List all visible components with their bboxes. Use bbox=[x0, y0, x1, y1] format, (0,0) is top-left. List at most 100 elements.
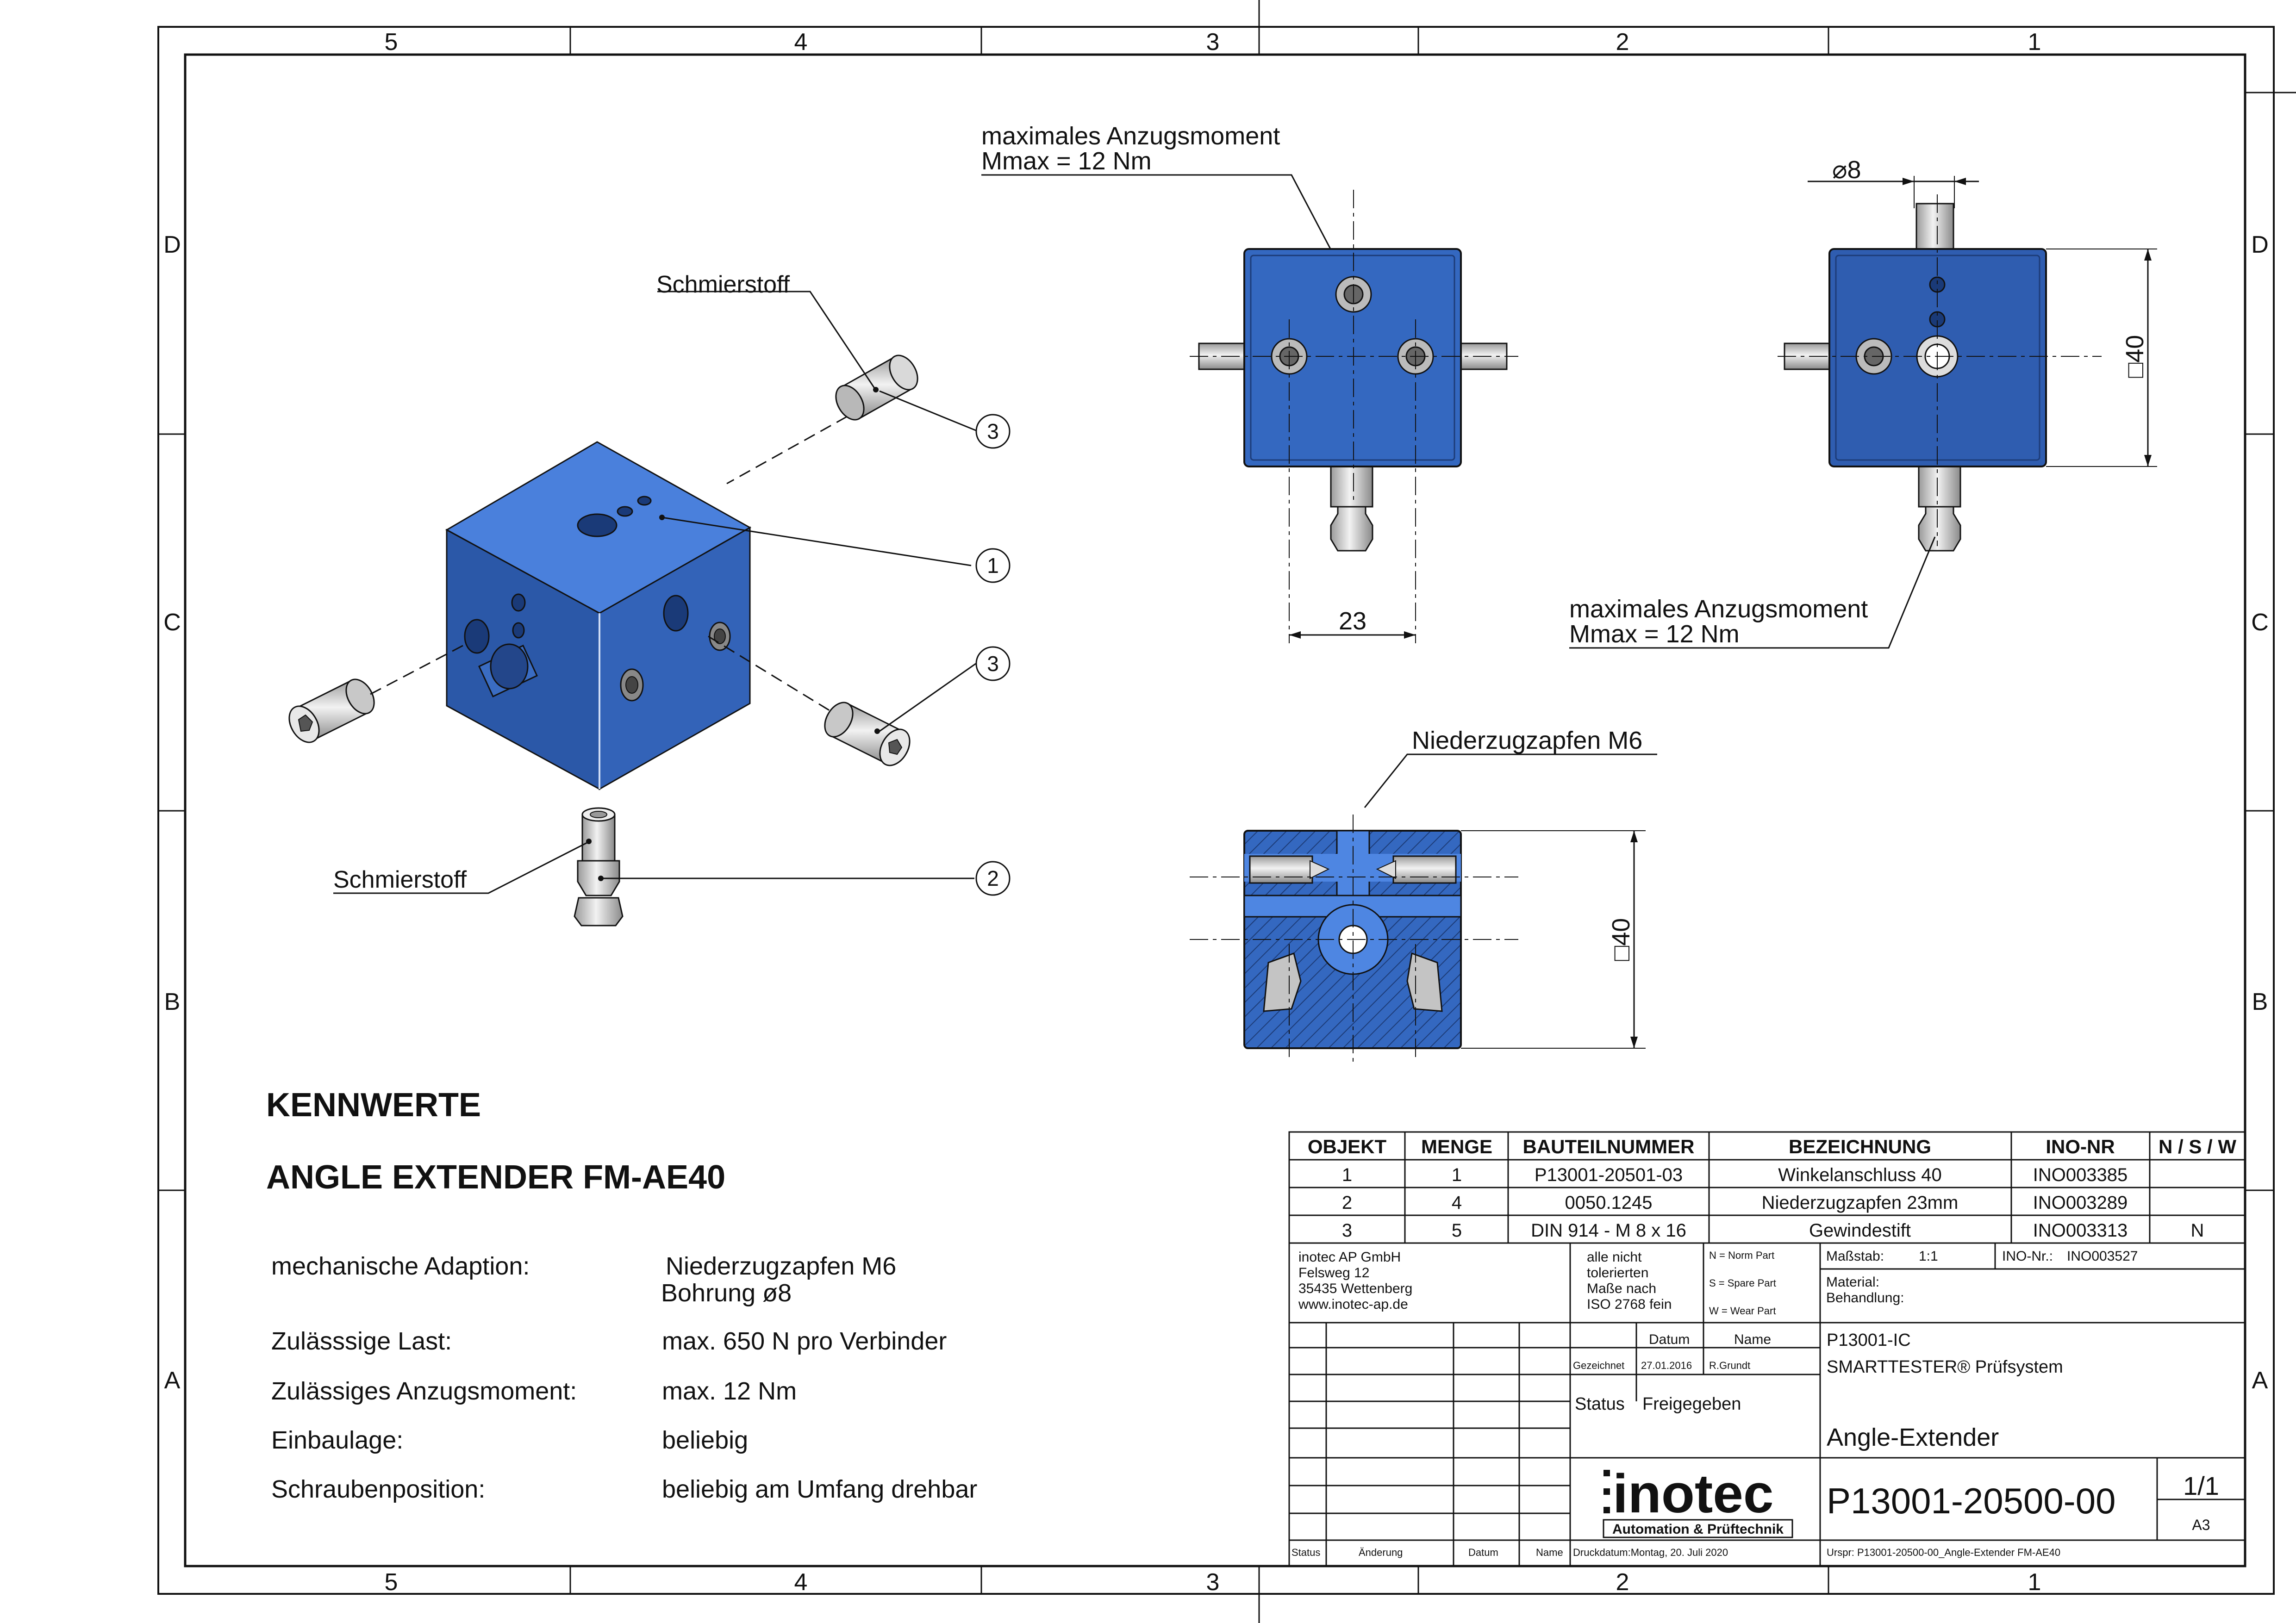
material-label: Material: bbox=[1826, 1275, 1879, 1290]
zone-row-b: B bbox=[164, 989, 181, 1015]
project-code: P13001-IC bbox=[1827, 1331, 1911, 1350]
spec-label-screw-position: Schraubenposition: bbox=[271, 1475, 485, 1503]
zone-col-1: 1 bbox=[2028, 29, 2041, 56]
rev-date-label: Datum bbox=[1468, 1547, 1498, 1558]
bom-cell: DIN 914 - M 8 x 16 bbox=[1531, 1220, 1686, 1241]
front-view: maximales Anzugsmoment Mmax = 12 Nm 23 bbox=[981, 122, 1518, 643]
ino-label: INO-Nr.: bbox=[2002, 1249, 2053, 1264]
rev-status-label: Status bbox=[1292, 1547, 1320, 1558]
zone-row-c: C bbox=[163, 609, 181, 636]
balloon-3-top: 3 bbox=[987, 419, 999, 443]
dim-23: 23 bbox=[1339, 607, 1366, 635]
sheet-number: 1/1 bbox=[2183, 1471, 2219, 1500]
bom-cell: Gewindestift bbox=[1809, 1220, 1911, 1241]
spec-value-adaption-2: Bohrung ø8 bbox=[661, 1279, 792, 1307]
zone-row-a: A bbox=[164, 1367, 181, 1394]
logo-subtitle: Automation & Prüftechnik bbox=[1612, 1522, 1784, 1537]
callout-lubricant-top: Schmierstoff bbox=[656, 271, 790, 298]
bom-header-ino-nr: INO-NR bbox=[2046, 1136, 2115, 1157]
zone-col-2-bottom: 2 bbox=[1616, 1569, 1629, 1596]
logo-wordmark: inotec bbox=[1613, 1463, 1774, 1524]
drawing-title: Angle-Extender bbox=[1827, 1424, 1999, 1451]
zone-row-c-right: C bbox=[2251, 609, 2269, 636]
rev-change-label: Änderung bbox=[1359, 1547, 1403, 1558]
callout-pull-stud-m6: Niederzugzapfen M6 bbox=[1412, 727, 1642, 754]
zone-row-d-right: D bbox=[2251, 231, 2269, 258]
bom-cell: 5 bbox=[1452, 1220, 1462, 1241]
tolerance-line: alle nicht bbox=[1587, 1250, 1642, 1265]
spec-value-torque: max. 12 Nm bbox=[662, 1377, 797, 1405]
bom-cell: N bbox=[2191, 1220, 2204, 1241]
bom-cell: Niederzugzapfen 23mm bbox=[1762, 1193, 1959, 1213]
name-header: Name bbox=[1734, 1332, 1771, 1347]
zone-col-3: 3 bbox=[1206, 29, 1220, 56]
drawing-number: P13001-20500-00 bbox=[1827, 1480, 2116, 1521]
ino-value: INO003527 bbox=[2067, 1249, 2138, 1264]
bom-header-bauteilnummer: BAUTEILNUMMER bbox=[1523, 1136, 1695, 1157]
treatment-label: Behandlung: bbox=[1826, 1290, 1904, 1306]
drawn-name: R.Grundt bbox=[1709, 1360, 1750, 1371]
inotec-logo: inotec Automation & Prüftechnik bbox=[1603, 1463, 1793, 1538]
dim-diameter-8: ⌀8 bbox=[1832, 156, 1861, 184]
torque-note-top-line1: maximales Anzugsmoment bbox=[981, 122, 1280, 150]
date-header: Datum bbox=[1649, 1332, 1690, 1347]
balloon-2: 2 bbox=[987, 866, 999, 890]
side-view: ⌀8 □40 maxima bbox=[1569, 156, 2157, 649]
spec-product-name: ANGLE EXTENDER FM-AE40 bbox=[266, 1159, 725, 1196]
isometric-view: 3 1 3 2 Schmierstoff Schmierstoff bbox=[288, 271, 1011, 927]
company-line: Felsweg 12 bbox=[1298, 1265, 1369, 1281]
zone-col-2: 2 bbox=[1616, 29, 1629, 56]
bom-cell: P13001-20501-03 bbox=[1535, 1165, 1683, 1185]
specifications: KENNWERTE ANGLE EXTENDER FM-AE40 mechani… bbox=[266, 1087, 977, 1503]
set-screw-right bbox=[824, 702, 911, 766]
section-view: Niederzugzapfen M6 □40 bbox=[1190, 727, 1657, 1064]
project-name: SMARTTESTER® Prüfsystem bbox=[1827, 1357, 2063, 1377]
company-line: 35435 Wettenberg bbox=[1298, 1281, 1412, 1296]
bom-header-objekt: OBJEKT bbox=[1308, 1136, 1387, 1157]
bom-cell: INO003313 bbox=[2033, 1220, 2128, 1241]
bom-cell: 3 bbox=[1342, 1220, 1352, 1241]
tolerance-line: tolerierten bbox=[1587, 1265, 1648, 1281]
nsw-legend: N = Norm Part bbox=[1709, 1250, 1774, 1261]
company-line: www.inotec-ap.de bbox=[1298, 1297, 1408, 1312]
origin-file: Urspr: P13001-20500-00_Angle-Extender FM… bbox=[1827, 1547, 2060, 1558]
status-label: Status bbox=[1575, 1394, 1625, 1414]
scale-label: Maßstab: bbox=[1826, 1249, 1884, 1264]
tolerance-line: Maße nach bbox=[1587, 1281, 1656, 1296]
drawn-label: Gezeichnet bbox=[1573, 1360, 1624, 1371]
spec-label-torque: Zulässiges Anzugsmoment: bbox=[271, 1377, 577, 1405]
zone-col-5: 5 bbox=[385, 29, 398, 56]
bom-cell: INO003385 bbox=[2033, 1165, 2128, 1185]
torque-note-right-line2: Mmax = 12 Nm bbox=[1569, 620, 1740, 648]
bom-cell: 2 bbox=[1342, 1193, 1352, 1213]
bom-cell: 1 bbox=[1452, 1165, 1462, 1185]
rev-name-label: Name bbox=[1536, 1547, 1563, 1558]
drawn-date: 27.01.2016 bbox=[1641, 1360, 1692, 1371]
nsw-legend: S = Spare Part bbox=[1709, 1277, 1776, 1289]
spec-value-load: max. 650 N pro Verbinder bbox=[662, 1327, 947, 1355]
bom-cell: Winkelanschluss 40 bbox=[1778, 1165, 1942, 1185]
bom-header-menge: MENGE bbox=[1421, 1136, 1492, 1157]
dim-square-40-section: □40 bbox=[1607, 918, 1635, 961]
bom-header-nsw: N / S / W bbox=[2159, 1136, 2236, 1157]
bom-cell: 0050.1245 bbox=[1565, 1193, 1652, 1213]
torque-note-top-line2: Mmax = 12 Nm bbox=[981, 147, 1152, 175]
bom-cell: 1 bbox=[1342, 1165, 1352, 1185]
spec-value-screw-position: beliebig am Umfang drehbar bbox=[662, 1475, 977, 1503]
balloon-1: 1 bbox=[987, 553, 999, 578]
spec-label-adaption: mechanische Adaption: bbox=[271, 1252, 530, 1280]
balloon-3-right: 3 bbox=[987, 652, 999, 676]
set-screw-left bbox=[288, 678, 375, 743]
zone-col-4-bottom: 4 bbox=[794, 1569, 808, 1596]
zone-row-d: D bbox=[163, 231, 181, 258]
status-value: Freigegeben bbox=[1642, 1394, 1741, 1414]
sheet-frame bbox=[157, 0, 2296, 1623]
company-line: inotec AP GmbH bbox=[1298, 1250, 1401, 1265]
spec-label-mounting: Einbaulage: bbox=[271, 1426, 403, 1454]
pull-stud bbox=[574, 807, 624, 927]
torque-note-right-line1: maximales Anzugsmoment bbox=[1569, 595, 1868, 623]
paper-format: A3 bbox=[2192, 1517, 2210, 1533]
zone-row-a-right: A bbox=[2252, 1367, 2268, 1394]
print-date: Druckdatum:Montag, 20. Juli 2020 bbox=[1573, 1547, 1728, 1558]
